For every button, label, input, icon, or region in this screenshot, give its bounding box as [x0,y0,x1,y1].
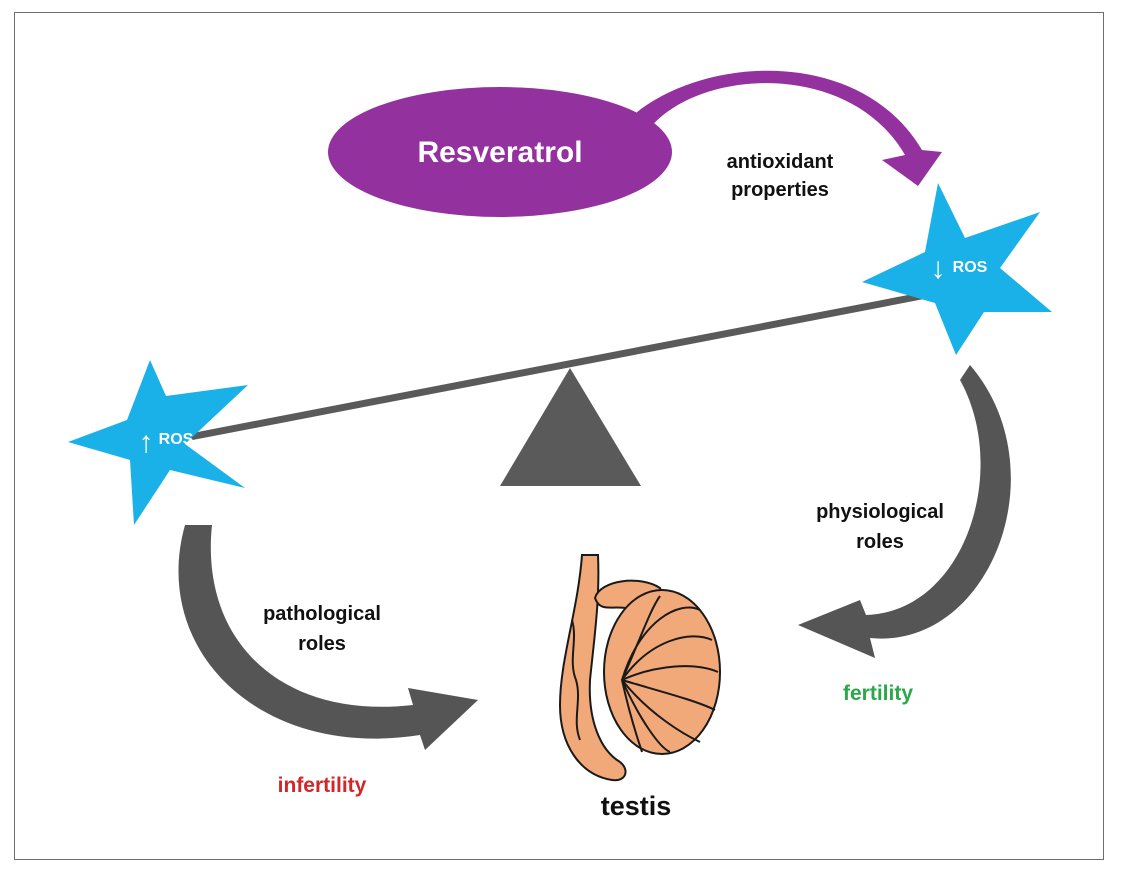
antioxidant-label-line2: properties [731,179,829,201]
ros-low-label: ROS [953,259,988,276]
ros-high-label: ROS [159,431,194,448]
physiological-label-line1: physiological [816,501,944,523]
pathological-arrow-icon [178,525,478,750]
antioxidant-arrow-icon [630,70,942,186]
physiological-label-line2: roles [856,531,904,553]
antioxidant-label-line1: antioxidant [727,151,834,173]
ros-high-arrow: ↑ [139,426,154,459]
fertility-label: fertility [843,682,913,705]
physiological-arrow-icon [798,365,1011,658]
ros-low-arrow: ↓ [931,252,946,285]
pathological-label-line1: pathological [263,603,381,625]
balance-scale-icon [500,368,641,486]
resveratrol-label: Resveratrol [417,136,582,169]
resveratrol-node [328,87,672,217]
testis-icon [558,554,721,782]
pathological-label-line2: roles [298,633,346,655]
infertility-label: infertility [278,774,367,797]
ros-low-star-icon [862,183,1052,355]
testis-label: testis [601,791,672,821]
balance-beam [189,288,943,441]
ros-high-star-icon [68,360,248,525]
